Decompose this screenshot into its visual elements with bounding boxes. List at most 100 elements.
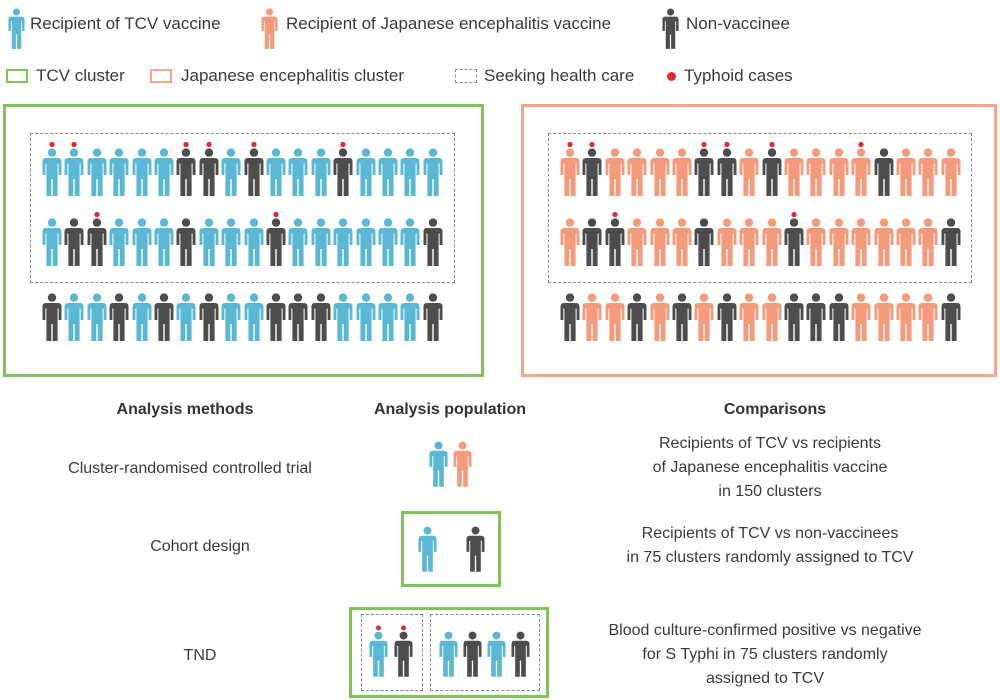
non-vaccinee-person-icon xyxy=(941,218,961,266)
je-recipient-person-icon xyxy=(739,148,759,196)
je-recipient-person-icon xyxy=(762,293,782,341)
tnd-negative-seeking-box xyxy=(430,614,540,691)
je-recipient-person-icon xyxy=(694,293,714,341)
legend-seeking-label: Seeking health care xyxy=(484,66,635,85)
tcv-seeking-care-box xyxy=(30,133,455,283)
je-recipient-person-icon xyxy=(896,218,916,266)
typhoid-case-dot-icon xyxy=(612,211,618,218)
non-vaccinee-person-icon xyxy=(582,218,602,266)
tcv-recipient-person-icon xyxy=(439,631,458,677)
tcv-recipient-person-icon xyxy=(311,148,331,196)
je-recipient-person-icon xyxy=(672,148,692,196)
typhoid-case-dot-icon xyxy=(71,141,77,148)
non-vaccinee-person-icon xyxy=(109,293,129,341)
tcv-recipient-person-icon xyxy=(64,141,84,196)
non-vaccinee-person-icon xyxy=(154,293,174,341)
cohort-population-box xyxy=(401,511,501,587)
legend-non-label: Non-vaccinee xyxy=(686,14,790,33)
typhoid-case-dot-icon xyxy=(49,141,55,148)
tcv-recipient-person-icon xyxy=(42,218,62,266)
tcv-recipient-person-icon xyxy=(244,218,264,266)
je-recipient-person-icon xyxy=(605,148,625,196)
je-recipient-person-icon xyxy=(582,293,602,341)
non-vaccinee-person-icon xyxy=(423,218,443,266)
je-recipient-person-icon xyxy=(650,148,670,196)
typhoid-case-dot-icon xyxy=(768,141,775,148)
comparison-cohort-text: Recipients of TCV vs non-vaccinees in 75… xyxy=(626,525,914,566)
comparison-tnd-text: Blood culture-confirmed positive vs nega… xyxy=(608,622,922,687)
tcv-recipient-person-icon xyxy=(288,218,308,266)
tcv-recipient-person-icon xyxy=(423,148,443,196)
non-vaccinee-person-icon xyxy=(266,293,286,341)
tcv-recipient-person-icon xyxy=(87,293,107,341)
non-vaccinee-person-icon xyxy=(333,141,353,196)
je-recipient-person-icon xyxy=(605,293,625,341)
non-vaccinee-person-icon xyxy=(662,8,679,49)
non-vaccinee-person-icon xyxy=(423,293,443,341)
non-vaccinee-person-icon xyxy=(64,218,84,266)
tcv-recipient-person-icon xyxy=(311,218,331,266)
tcv-recipient-person-icon xyxy=(244,293,264,341)
je-recipient-person-icon xyxy=(806,148,826,196)
non-vaccinee-person-icon xyxy=(266,211,286,266)
tcv-recipient-person-icon xyxy=(356,148,376,196)
non-vaccinee-person-icon xyxy=(941,293,961,341)
legend-tcv-cluster-swatch xyxy=(6,69,28,83)
je-recipient-person-icon xyxy=(627,218,647,266)
method-rct-label: Cluster-randomised controlled trial xyxy=(68,460,312,477)
tcv-recipient-person-icon xyxy=(378,148,398,196)
tcv-recipient-person-icon xyxy=(221,148,241,196)
non-vaccinee-person-icon xyxy=(717,293,737,341)
typhoid-case-dot-icon xyxy=(206,141,212,148)
tcv-cluster-box xyxy=(3,104,484,377)
non-vaccinee-person-icon xyxy=(42,293,62,341)
non-vaccinee-person-icon xyxy=(288,293,308,341)
je-recipient-person-icon xyxy=(896,293,916,341)
tcv-recipient-person-icon xyxy=(109,218,129,266)
je-recipient-person-icon xyxy=(874,293,894,341)
tcv-recipient-person-icon xyxy=(87,148,107,196)
tcv-recipient-person-icon xyxy=(154,218,174,266)
non-vaccinee-person-icon xyxy=(199,141,219,196)
non-vaccinee-person-icon xyxy=(176,141,196,196)
tcv-recipient-person-icon xyxy=(221,293,241,341)
tcv-recipient-person-icon xyxy=(288,148,308,196)
non-vaccinee-person-icon xyxy=(244,141,264,196)
non-vaccinee-person-icon xyxy=(560,293,580,341)
tnd-positive-seeking-box xyxy=(361,614,423,691)
tcv-recipient-person-icon xyxy=(132,218,152,266)
tcv-recipient-person-icon xyxy=(418,526,437,572)
je-recipient-person-icon xyxy=(261,8,278,49)
tcv-recipient-person-icon xyxy=(333,218,353,266)
non-vaccinee-person-icon xyxy=(199,293,219,341)
je-seeking-care-box xyxy=(548,133,972,283)
tcv-recipient-person-icon xyxy=(64,293,84,341)
je-recipient-person-icon xyxy=(918,293,938,341)
tcv-recipient-person-icon xyxy=(132,148,152,196)
non-vaccinee-person-icon xyxy=(394,625,413,677)
typhoid-case-dot-icon xyxy=(567,141,573,148)
non-vaccinee-person-icon xyxy=(176,218,196,266)
je-cluster-box xyxy=(521,104,997,377)
je-recipient-person-icon xyxy=(762,218,782,266)
tcv-recipient-person-icon xyxy=(400,293,420,341)
je-recipient-person-icon xyxy=(874,218,894,266)
legend-typhoid-dot-icon xyxy=(667,72,676,81)
legend-tcv-cluster-label: TCV cluster xyxy=(36,66,125,85)
tcv-recipient-person-icon xyxy=(132,293,152,341)
tcv-recipient-person-icon xyxy=(109,148,129,196)
je-recipient-person-icon xyxy=(806,218,826,266)
comparison-rct-text: Recipients of TCV vs recipients of Japan… xyxy=(652,435,888,500)
je-recipient-person-icon xyxy=(829,148,849,196)
tcv-recipient-person-icon xyxy=(378,218,398,266)
je-recipient-person-icon xyxy=(918,218,938,266)
typhoid-case-dot-icon xyxy=(589,141,595,148)
je-recipient-person-icon xyxy=(650,218,670,266)
typhoid-case-dot-icon xyxy=(273,211,279,218)
typhoid-case-dot-icon xyxy=(791,211,797,218)
non-vaccinee-person-icon xyxy=(463,631,482,677)
non-vaccinee-person-icon xyxy=(784,211,804,266)
non-vaccinee-person-icon xyxy=(874,148,894,196)
je-recipient-person-icon xyxy=(851,293,871,341)
legend-tcv-label: Recipient of TCV vaccine xyxy=(30,14,221,33)
